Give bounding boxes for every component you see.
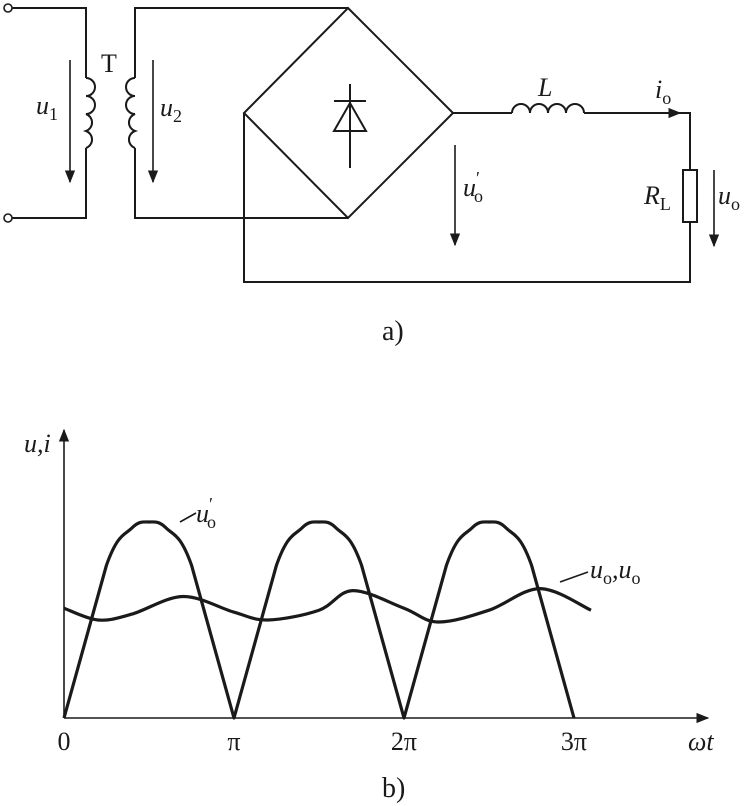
caption-b: b) bbox=[382, 773, 405, 804]
diode-symbol bbox=[332, 84, 368, 168]
y-axis-label: u,i bbox=[24, 429, 51, 458]
leader-smoothed bbox=[559, 571, 589, 583]
secondary-coil bbox=[125, 77, 139, 149]
u1-label: u1 bbox=[36, 91, 58, 124]
x-tick-label: 2π bbox=[391, 727, 417, 756]
x-tick-label: 0 bbox=[58, 727, 71, 756]
primary-coil bbox=[82, 77, 96, 149]
return-wire bbox=[243, 113, 691, 283]
load-resistor bbox=[682, 169, 698, 223]
bridge-rectifier bbox=[242, 6, 455, 220]
label-rectified: u′o bbox=[196, 494, 216, 532]
input-terminal-bottom bbox=[3, 213, 13, 223]
uo-label: uo bbox=[718, 181, 740, 214]
u2-label: u2 bbox=[160, 93, 182, 126]
secondary-wire-bottom bbox=[134, 148, 348, 219]
x-tick-labels: 0 π 2π 3π bbox=[58, 727, 588, 756]
uo-prime-label: u′o bbox=[463, 168, 483, 206]
input-terminal-top bbox=[3, 3, 13, 13]
caption-a: a) bbox=[382, 316, 404, 347]
inductor-label: L bbox=[537, 73, 552, 102]
io-label: io bbox=[655, 75, 671, 108]
primary-wire-top bbox=[12, 7, 87, 78]
primary-wire-bottom bbox=[12, 148, 87, 219]
circuit-diagram: T u1 u2 L io RL uo u′o a bbox=[3, 3, 740, 347]
output-wire-to-load bbox=[584, 112, 691, 170]
label-smoothed: uo,uo bbox=[590, 555, 641, 588]
series-rectified-uo-prime bbox=[62, 520, 576, 720]
rl-label: RL bbox=[643, 181, 671, 214]
leader-rectified bbox=[179, 512, 197, 523]
x-tick-label: 3π bbox=[561, 727, 587, 756]
inductor bbox=[511, 103, 585, 114]
x-axis-label: ωt bbox=[688, 727, 714, 756]
waveform-chart: u,i ωt 0 π 2π 3π u′o uo,uo b) bbox=[24, 428, 714, 804]
transformer-label: T bbox=[101, 49, 117, 78]
secondary-wire-top bbox=[134, 7, 348, 78]
x-tick-label: π bbox=[227, 727, 240, 756]
series-smoothed-uo bbox=[63, 587, 592, 624]
